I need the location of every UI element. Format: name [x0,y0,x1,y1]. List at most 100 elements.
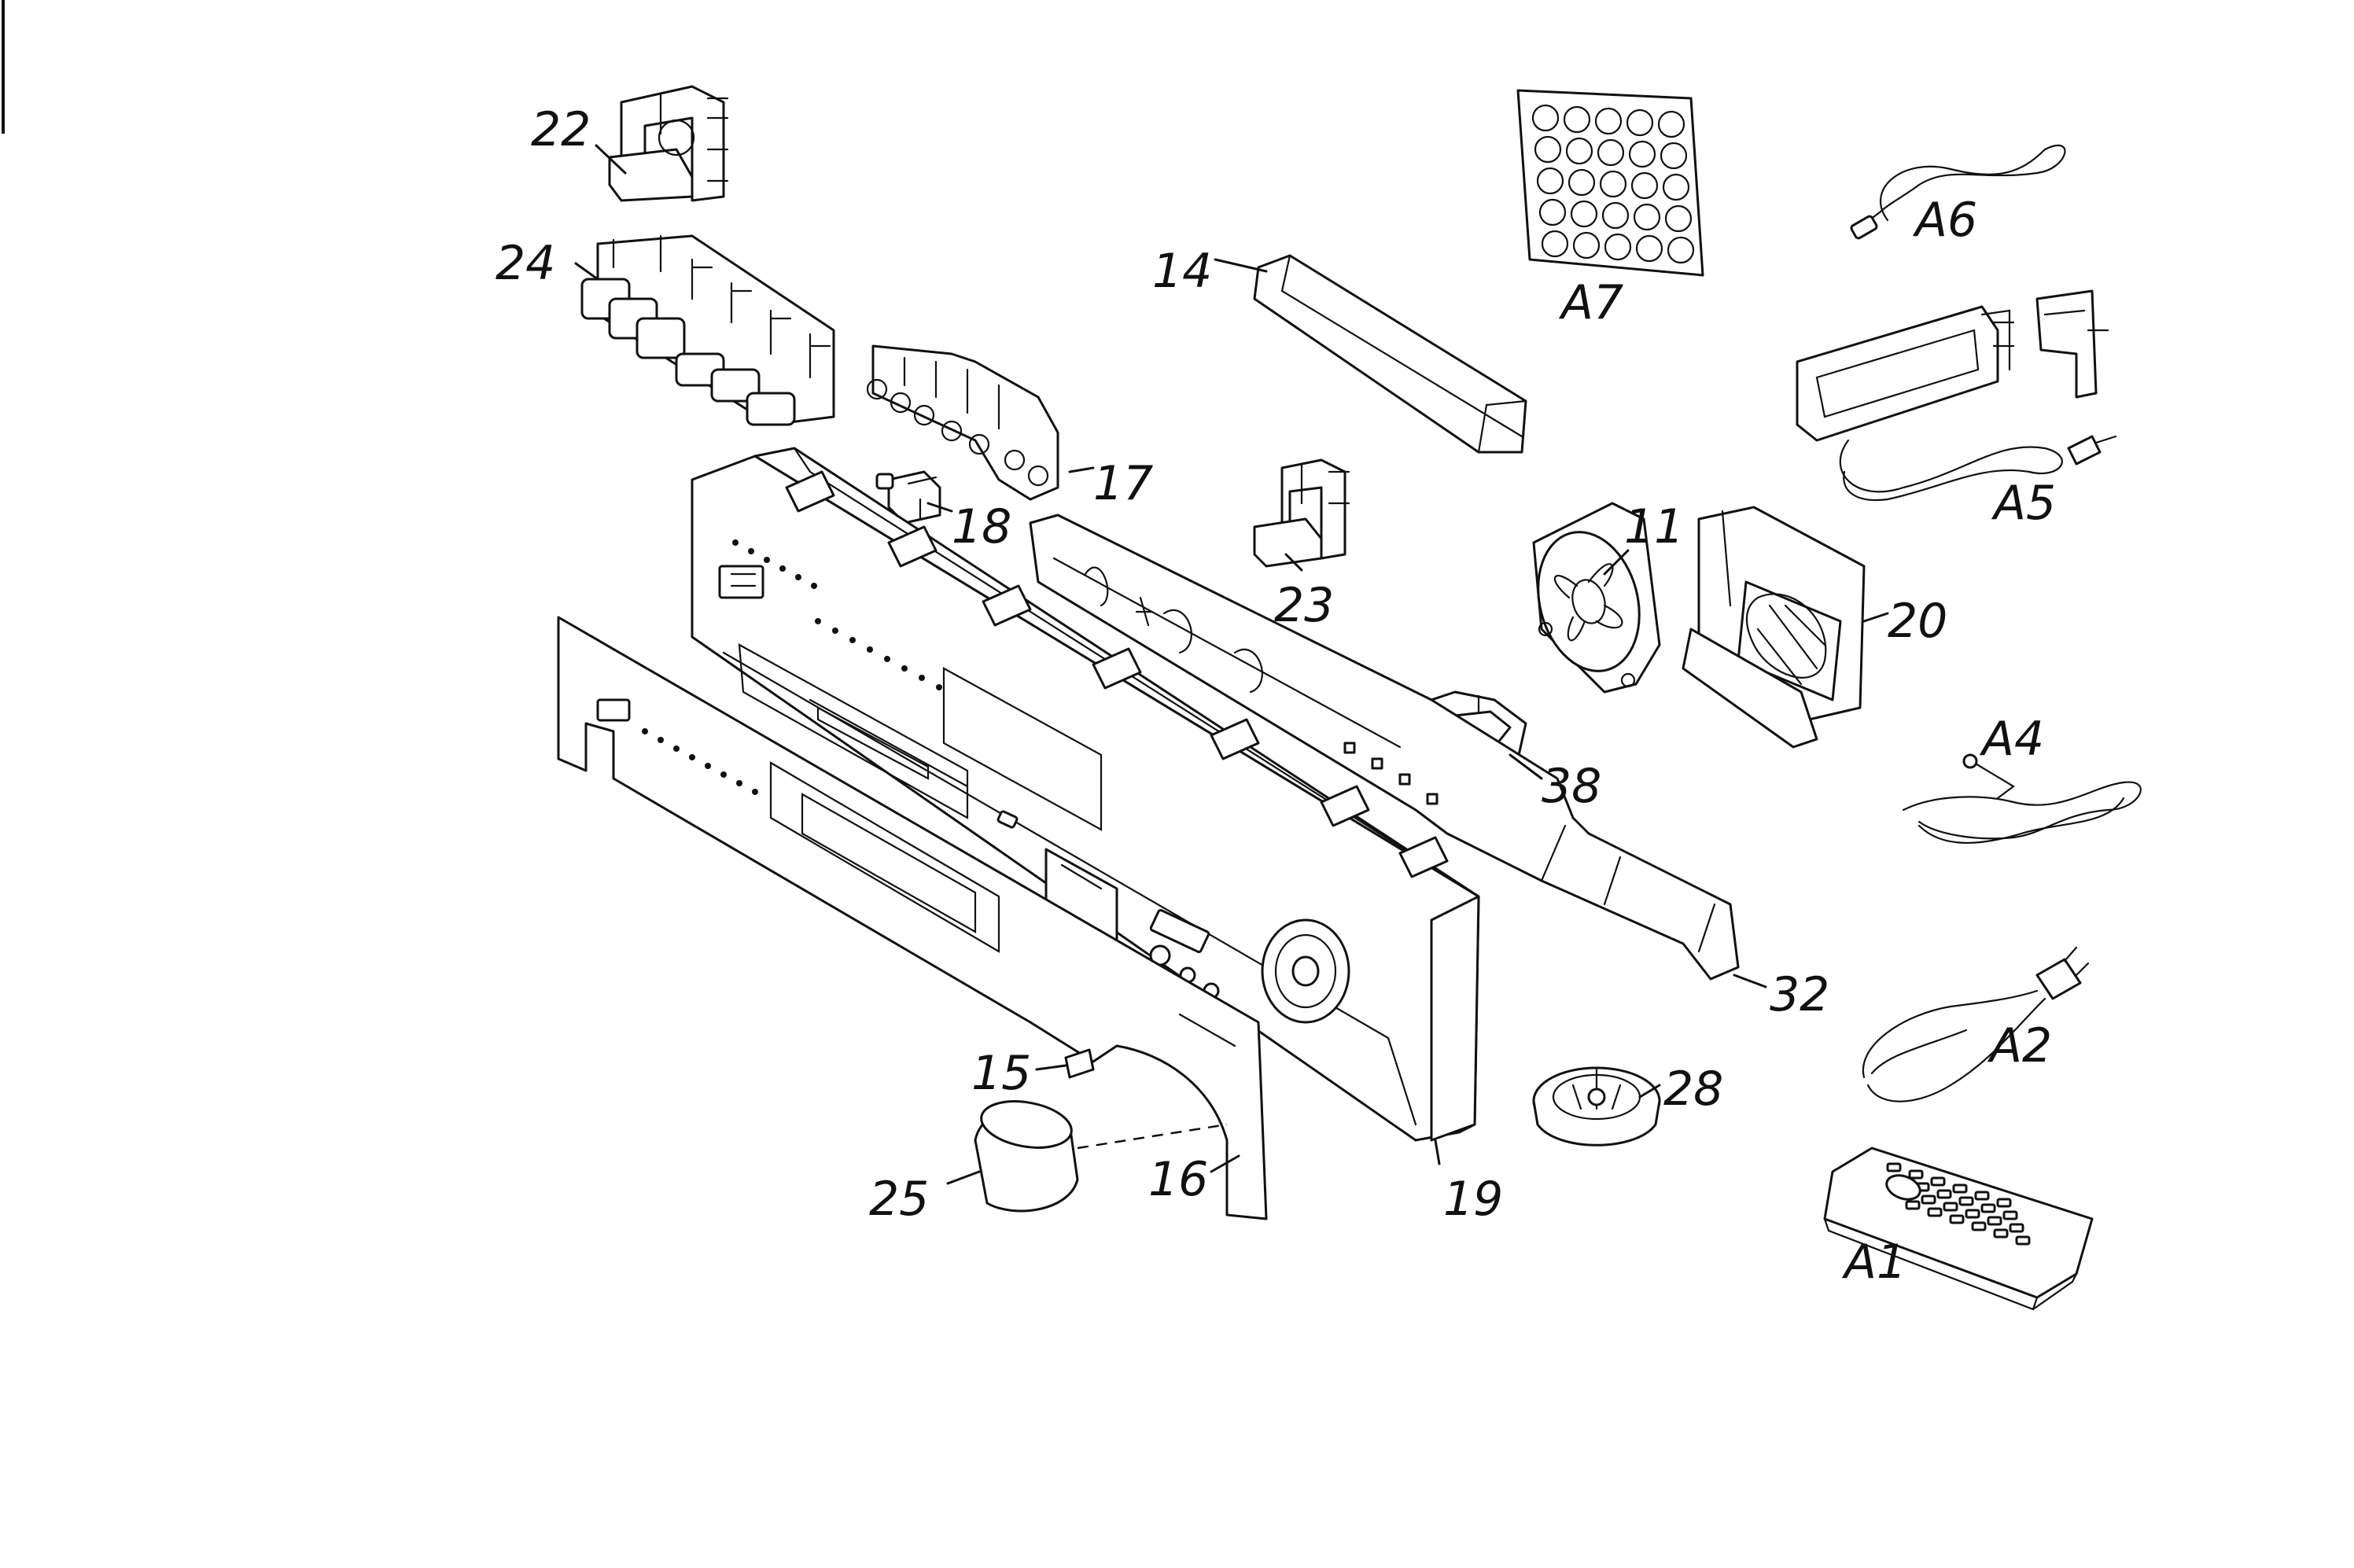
label-20: 20 [1888,594,1947,649]
part-17-switch-holder [866,344,1059,501]
part-a6-cable [1850,144,2066,240]
label-a6: A6 [1912,193,1977,248]
label-a5: A5 [1991,476,2056,531]
part-a1-remote-control [1823,1147,2094,1311]
indicator-dot [832,628,838,634]
part-16-display-plate [557,616,1268,1220]
label-28: 28 [1663,1062,1723,1117]
part-a5-antenna-kit [1796,289,2117,502]
remote-button [1930,1176,1946,1187]
foot-pad-circle [1628,140,1656,168]
label-23: 23 [1274,578,1334,633]
indicator-dot [779,565,786,572]
part-14-window-bar [1253,254,1527,454]
label-22: 22 [531,102,591,157]
foot-pad-circle [1541,230,1569,258]
remote-button [2009,1223,2024,1233]
foot-pad-circle [1567,168,1596,197]
remote-button [2002,1210,2018,1220]
remote-button [1974,1191,1990,1201]
label-a1: A1 [1841,1235,1906,1290]
label-32: 32 [1770,967,1829,1022]
remote-button [1965,1209,1980,1219]
indicator-dot [811,583,817,589]
part-20-fan-case [1682,506,1866,749]
part-a7-foot-pads-sheet [1516,89,1704,277]
part-19-front-panel [691,447,1480,1142]
label-25: 25 [869,1172,929,1227]
foot-pad-circle [1597,138,1625,167]
label-18: 18 [952,499,1011,554]
remote-button [1886,1162,1902,1172]
remote-button [1958,1196,1974,1206]
remote-button [1987,1216,2002,1226]
foot-pad-circle [1662,173,1690,201]
foot-pad-circle [1594,107,1623,135]
label-24: 24 [495,236,555,291]
part-23-switch-bracket [1253,458,1350,568]
part-24-button-array [580,234,835,426]
foot-pad-circle [1599,170,1627,198]
indicator-dot [752,789,758,795]
label-a2: A2 [1987,1018,2052,1073]
indicator-dot [732,539,739,546]
remote-button [1996,1198,2012,1208]
foot-pad-circle [1630,171,1659,200]
part-labels: 22 24 14 A7 A6 17 18 23 11 20 A5 A4 38 3… [495,102,2056,1290]
label-a7: A7 [1558,275,1623,330]
part-a2-power-cord [1862,946,2090,1102]
foot-pad-circle [1667,236,1695,264]
remote-button [1971,1221,1987,1231]
foot-pad-circle [1664,204,1693,233]
remote-button [1905,1200,1921,1210]
indicator-dot [689,754,695,760]
foot-pad-circle [1626,109,1654,137]
foot-pad-circle [1570,200,1598,228]
part-a4-cable [1902,753,2142,845]
remote-button [1993,1228,2009,1239]
indicator-dot [815,618,821,624]
remote-button [1943,1202,1958,1212]
part-32-front-frame [1029,513,1740,981]
indicator-dot [849,637,856,643]
part-28-base [1532,1066,1661,1147]
label-15: 15 [971,1046,1031,1101]
label-16: 16 [1148,1152,1208,1207]
remote-button [1908,1169,1924,1180]
indicator-dot [658,737,664,743]
remote-button [2015,1235,2031,1246]
foot-pad-circle [1572,231,1601,259]
indicator-dot [884,656,890,662]
label-17: 17 [1093,456,1153,511]
indicator-dot [764,557,770,563]
remote-button [1927,1207,1943,1217]
indicator-dot [901,665,908,672]
label-11: 11 [1624,499,1684,554]
foot-pad-circle [1601,201,1630,230]
label-14: 14 [1152,244,1212,299]
foot-pad-circle [1604,233,1632,261]
foot-pad-circle [1536,167,1564,195]
foot-pad-circle [1635,234,1663,263]
remote-button [1921,1194,1936,1205]
remote-button [1936,1189,1952,1199]
foot-pad-circle [1565,137,1593,165]
part-22-bracket [608,85,729,202]
indicator-dot [705,763,711,769]
foot-pad-circle [1660,142,1688,170]
label-a4: A4 [1979,712,2044,767]
indicator-dot [642,728,648,734]
indicator-dot [919,675,925,681]
indicator-dot [867,646,873,653]
part-18-switch [875,470,941,525]
foot-pad-circle [1633,203,1661,231]
indicator-dot [736,780,742,786]
indicator-dot [795,574,801,580]
label-19: 19 [1443,1172,1503,1227]
foot-pad-circle [1534,135,1562,164]
indicator-dot [936,684,942,690]
remote-button [1952,1183,1968,1194]
foot-pad-circle [1657,110,1685,138]
foot-pad-circle [1531,104,1560,132]
